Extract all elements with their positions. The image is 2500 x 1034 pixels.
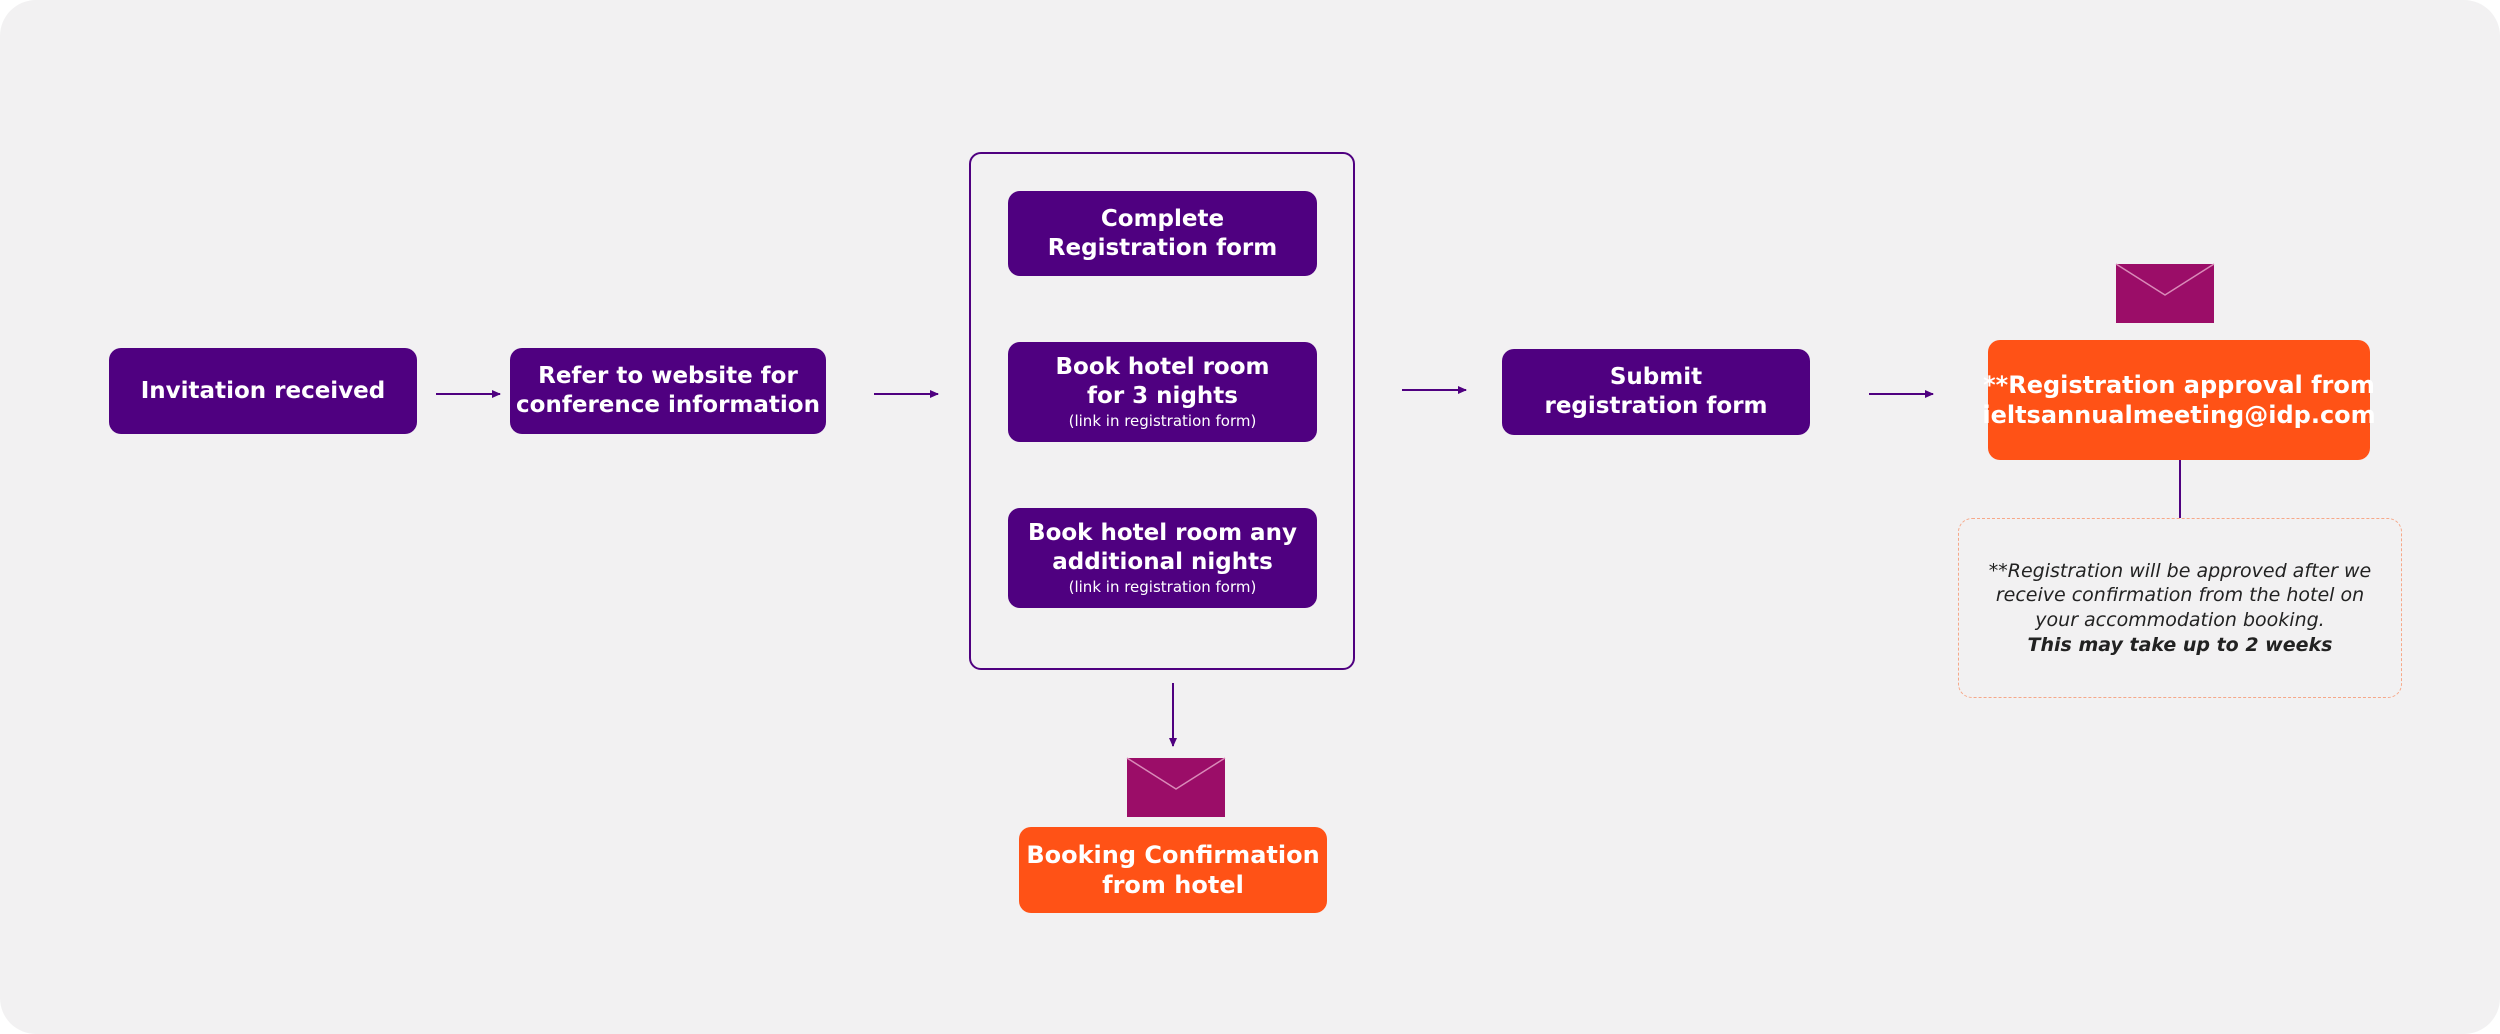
step-label: Submit registration form [1544, 364, 1768, 419]
step-label: **Registration approval from ieltsannual… [1982, 371, 2376, 429]
envelope-icon [2115, 263, 2215, 323]
note-body: **Registration will be approved after we… [1988, 559, 2372, 631]
approval-note: **Registration will be approved after we… [1958, 518, 2402, 698]
step-sublabel: (link in registration form) [1068, 412, 1257, 431]
step-sublabel: (link in registration form) [1068, 578, 1257, 597]
step-submit-registration-form: Submit registration form [1502, 349, 1810, 435]
step-label: Book hotel room any additional nights [1028, 519, 1297, 575]
step-book-hotel-3-nights: Book hotel room for 3 nights (link in re… [1008, 342, 1317, 442]
step-book-hotel-additional-nights: Book hotel room any additional nights (l… [1008, 508, 1317, 608]
step-label: Refer to website for conference informat… [516, 363, 820, 418]
step-invitation-received: Invitation received [109, 348, 417, 434]
step-label: Invitation received [140, 377, 386, 404]
step-booking-confirmation: Booking Confirmation from hotel [1019, 827, 1327, 913]
note-emphasis: This may take up to 2 weeks [2027, 633, 2333, 656]
step-label: Booking Confirmation from hotel [1026, 841, 1320, 899]
registration-booking-group [969, 152, 1355, 670]
step-label: Complete Registration form [1047, 205, 1278, 261]
step-registration-approval: **Registration approval from ieltsannual… [1982, 340, 2376, 460]
envelope-icon [1126, 757, 1226, 817]
step-label: Book hotel room for 3 nights [1055, 353, 1270, 409]
step-refer-to-website: Refer to website for conference informat… [510, 348, 826, 434]
step-complete-registration-form: Complete Registration form [1008, 191, 1317, 276]
